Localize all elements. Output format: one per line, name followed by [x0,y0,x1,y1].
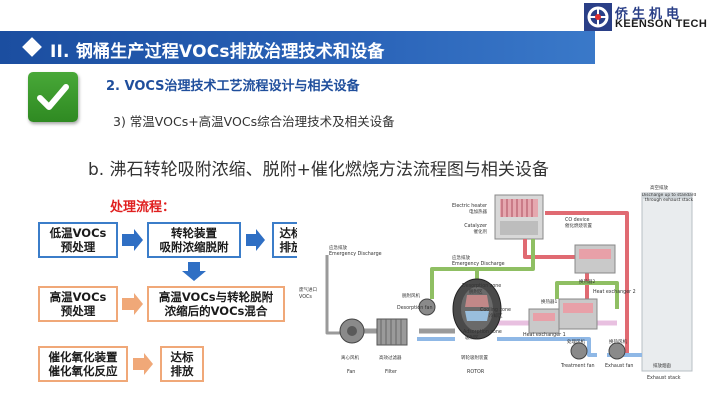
sub-item: 3) 常温VOCs+高温VOCs综合治理技术及相关设备 [113,114,395,129]
hex1-cn: 换热器1 [541,298,557,305]
fan-cn: 离心风机 [341,354,359,361]
co-device-cn: 催化燃烧装置 [565,222,592,229]
flow-box-discharge-2: 达标 排放 [160,346,204,382]
exhaust-fan-en: Exhaust fan [605,363,633,369]
arrow-blue-2 [246,229,265,251]
keenson-logo-icon [584,3,612,31]
desorption-zone-en: Desorption zone [462,283,501,289]
rotor [452,278,502,340]
cooling-zone-cn: 冷却区 [489,312,503,319]
desorption-fan-cn: 脱附风机 [402,292,420,299]
flow-box-high-temp-pretreat: 高温VOCs 预处理 [38,286,118,322]
arrow-blue-down [182,262,206,281]
electric-heater-en: Electric heater [452,203,487,209]
catalyzer-cn: 催化剂 [474,228,488,235]
exhaust-fan-cn: 换热风机 [609,338,627,345]
emergency-1-en: Emergency Discharge [329,251,382,257]
flow-box-catalytic-oxidation: 催化氧化装置 催化氧化反应 [38,346,128,382]
emergency-2-en: Emergency Discharge [452,261,505,267]
flow-box-label: 高温VOCs 预处理 [49,290,107,318]
rotor-en: ROTOR [467,369,485,375]
catalyzer-en: Catalyzer [464,223,487,229]
adsorption-zone-cn: 吸附区 [465,334,479,341]
exhaust-stack [641,192,693,372]
chimney-label-cn: 高空排放 [650,184,668,191]
exhaust-stack-cn: 排放烟囱 [653,362,671,369]
flow-box-label: 达标 排放 [170,350,194,378]
rotor-cn: 转轮吸附装置 [461,354,488,361]
process-label: 处理流程： [110,200,176,215]
arrow-orange-2 [133,353,153,375]
arrow-blue-1 [122,229,143,251]
flow-box-label: 高温VOCs与转轮脱附 浓缩后的VOCs混合 [158,290,274,318]
chimney-label-en: Discharge up to standard through exhaust… [641,193,697,203]
hex1-en: Heat exchanger 1 [523,332,566,338]
treatment-fan [570,342,588,360]
emergency-1-cn: 应急排放 [329,244,347,251]
sub-heading: 2. VOCS治理技术工艺流程设计与相关设备 [106,79,360,94]
centrifugal-fan [339,318,365,344]
flow-box-label: 低温VOCs 预处理 [49,226,107,254]
treatment-fan-en: Treatment fan [560,363,595,369]
co-device-en: CO device [565,217,589,223]
checkmark-badge [28,72,78,122]
adsorption-zone-en: Adsorption zone [463,329,502,335]
desorption-fan-en: Desorption fan [397,305,432,311]
header-bar [0,31,595,64]
logo-chinese-name: 侨生机电 [615,7,684,22]
flow-box-label: 转轮装置 吸附浓缩脱附 [159,226,229,254]
arrow-orange-1 [122,293,143,315]
electric-heater [494,194,544,240]
flow-arrows [122,229,265,375]
desorption-zone-cn: 脱附区 [469,288,483,295]
page-title: II. 钢桶生产过程VOCs排放治理技术和设备 [50,42,385,62]
desorption-fan [418,298,436,316]
flow-box-mix: 高温VOCs与转轮脱附 浓缩后的VOCs混合 [147,286,285,322]
checkmark-icon [37,84,69,110]
emergency-2-cn: 应急排放 [452,254,470,261]
heat-exchanger-2 [558,298,598,330]
logo-english-name: KEENSON TECH [615,18,708,30]
hex2-cn: 换热器2 [579,278,595,285]
exhaust-fan [608,342,626,360]
fan-en: Fan [347,369,355,375]
flow-box-label: 达标 排放 [279,226,303,254]
filter-cn: 高效过滤器 [379,354,402,361]
hex2-en: Heat exchanger 2 [593,289,636,295]
cooling-zone-en: Cooling zone [480,307,511,313]
filter [376,318,408,346]
voc-in-en: VOCs [299,294,312,300]
flow-box-rotor-device: 转轮装置 吸附浓缩脱附 [147,222,241,258]
company-logo: 侨生机电 KEENSON TECH [584,3,718,33]
filter-en: Filter [385,369,397,375]
heat-exchanger-top [574,244,616,274]
voc-in-cn: 废气进口 [299,286,317,293]
flow-box-low-temp-pretreat: 低温VOCs 预处理 [38,222,118,258]
flow-box-label: 催化氧化装置 催化氧化反应 [48,350,118,378]
electric-heater-cn: 电加热器 [469,208,487,215]
exhaust-stack-en: Exhaust stack [647,375,681,381]
treatment-fan-cn: 处理风机 [567,338,585,345]
process-diagram: 高空排放 Discharge up to standard through ex… [297,183,702,390]
heat-exchanger-1 [528,308,560,334]
section-heading: b. 沸石转轮吸附浓缩、脱附+催化燃烧方法流程图与相关设备 [88,160,549,180]
